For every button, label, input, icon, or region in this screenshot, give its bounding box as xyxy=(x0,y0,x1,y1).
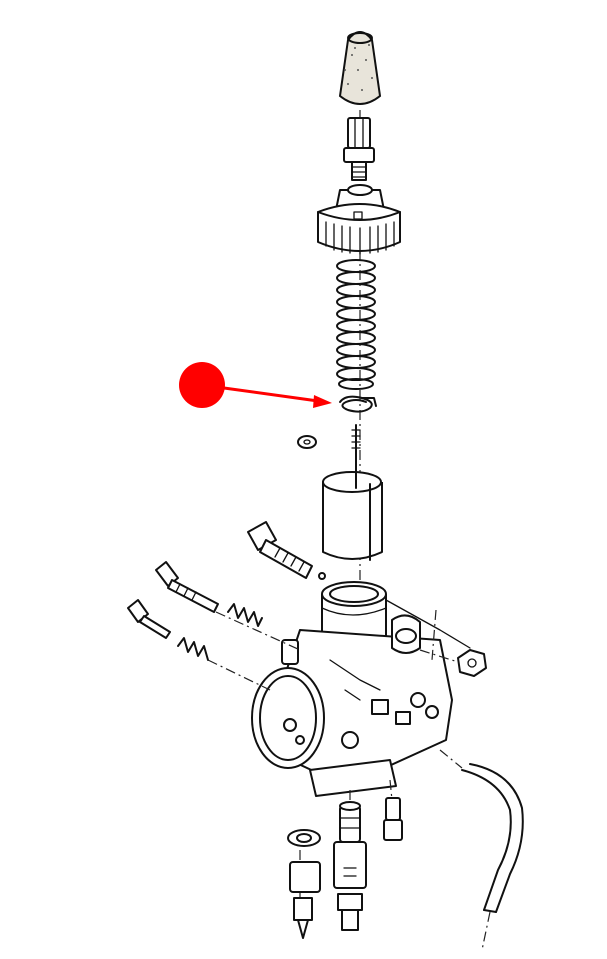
throttle-slide-part xyxy=(322,471,383,561)
drain-screw-part xyxy=(383,779,403,841)
fuel-hose-part xyxy=(439,749,524,951)
guide-line-vertical-right xyxy=(431,609,437,661)
highlight-pointer xyxy=(179,362,332,408)
main-jet-holder-part xyxy=(333,790,367,931)
idle-adjust-screw-part xyxy=(247,521,326,580)
float-needle-part xyxy=(287,829,321,939)
mixture-screw-spring-part xyxy=(227,603,263,627)
cable-adjuster-part xyxy=(343,117,375,181)
guide-line-left xyxy=(215,611,301,651)
hex-nut-part xyxy=(419,649,487,677)
needle-clip-washer-part xyxy=(297,435,317,449)
rubber-cap-part xyxy=(338,31,382,105)
spring-clip-part xyxy=(339,395,377,413)
pointer-arrow-line xyxy=(223,386,319,403)
throttle-spring-part xyxy=(336,259,376,390)
red-dot-marker-icon xyxy=(179,362,225,408)
pilot-screw-spring-part xyxy=(177,637,209,661)
guide-line-left-lower xyxy=(207,659,271,691)
chamber-top-cap-part xyxy=(317,184,401,255)
mixture-screw-part xyxy=(155,561,219,613)
pointer-arrow-head xyxy=(313,395,332,408)
carburetor-body-part xyxy=(251,581,471,797)
pilot-needle-screw-part xyxy=(127,599,171,639)
